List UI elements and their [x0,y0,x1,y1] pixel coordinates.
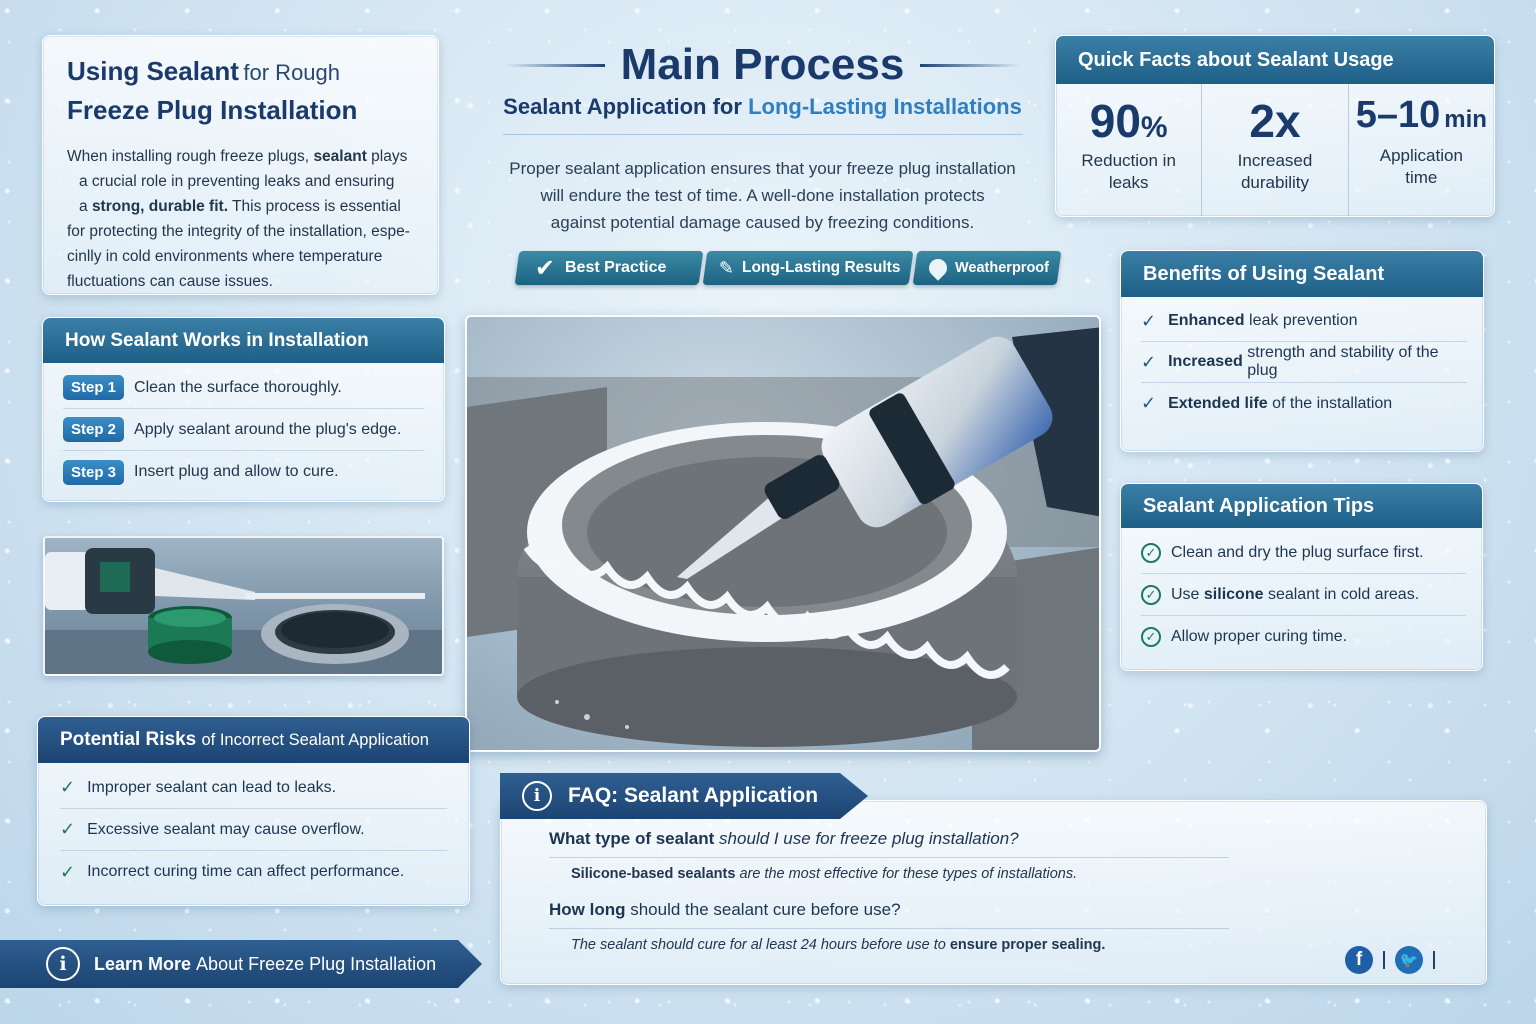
faq-question: How long should the sealant cure before … [549,900,901,919]
tip-item: ✓ Use silicone sealant in cold areas. [1141,574,1466,616]
learn-more-button[interactable]: i Learn More About Freeze Plug Installat… [0,940,482,988]
intro-text: When installing rough freeze plugs, seal… [67,148,410,290]
badge-long-lasting[interactable]: ✎ Long-Lasting Results [702,251,914,285]
risk-item: ✓ Incorrect curing time can affect perfo… [60,861,405,882]
risks-title: Potential Risks of Incorrect Sealant App… [38,717,469,763]
page-subtitle: Sealant Application for Long-Lasting Ins… [503,94,1022,119]
faq-divider [549,857,1229,858]
products-illustration [45,548,442,674]
faq-header: i FAQ: Sealant Application [500,773,868,819]
faq-answer: The sealant should cure for al least 24 … [571,937,1106,953]
faq-panel: What type of sealant should I use for fr… [500,800,1487,985]
main-description: Proper sealant application ensures that … [509,159,1016,232]
step-badge: Step 3 [63,459,125,485]
benefit-item: ✓ Extended life of the installation [1141,393,1393,413]
how-it-works-title: How Sealant Works in Installation [43,318,444,363]
badge-best-practice[interactable]: ✔ Best Practice [514,251,704,285]
step-row: Step 1 Clean the surface thoroughly. [63,367,424,409]
circle-check-icon: ✓ [1141,542,1161,563]
badge-weatherproof[interactable]: Weatherproof [912,251,1062,285]
title-line-right [920,63,1021,67]
separator [1383,951,1385,969]
circle-check-icon: ✓ [1141,584,1161,605]
sparkle-tool-icon: ✎ [719,257,735,278]
benefits-title: Benefits of Using Sealant [1121,251,1483,297]
circle-check-icon: ✓ [1141,627,1161,647]
checkmark-icon: ✓ [1141,393,1157,413]
faq-question: What type of sealant should I use for fr… [549,829,1019,848]
subtitle-divider [502,134,1023,135]
page-title: Main Process [620,40,905,89]
twitter-icon[interactable]: 🐦 [1395,946,1423,974]
title-line-left [504,63,605,67]
sealant-products-image [43,536,444,676]
facebook-icon[interactable]: f [1345,946,1373,974]
faq-answer: Silicone-based sealants are the most eff… [571,866,1078,882]
freeze-plug-illustration [467,327,1099,750]
quick-facts-panel: Quick Facts about Sealant Usage 90% Redu… [1055,35,1495,217]
tips-panel: Sealant Application Tips ✓ Clean and dry… [1120,483,1483,671]
risk-item: ✓ Improper sealant can lead to leaks. [60,767,447,809]
how-it-works-panel: How Sealant Works in Installation Step 1… [42,317,445,502]
risk-item: ✓ Excessive sealant may cause overflow. [60,809,447,851]
quick-facts-title: Quick Facts about Sealant Usage [1056,36,1494,84]
separator [1433,951,1435,969]
intro-panel: Using Sealant for Rough Freeze Plug Inst… [42,35,439,295]
checkmark-icon: ✓ [1141,310,1157,331]
hero-sealant-image [465,315,1101,752]
tip-item: ✓ Clean and dry the plug surface first. [1141,532,1466,574]
benefits-panel: Benefits of Using Sealant ✓ Enhanced lea… [1120,250,1484,452]
checkmark-icon: ✓ [60,819,76,839]
droplet-icon [925,255,951,281]
risks-panel: Potential Risks of Incorrect Sealant App… [37,716,470,906]
step-badge: Step 1 [63,375,125,400]
benefit-item: ✓ Enhanced leak prevention [1141,301,1467,342]
info-icon: i [522,781,552,811]
checkmark-icon: ✔ [535,254,556,282]
step-row: Step 2 Apply sealant around the plug's e… [63,409,424,451]
faq-title: FAQ: Sealant Application [568,784,819,807]
tip-item: ✓ Allow proper curing time. [1141,616,1466,658]
tips-title: Sealant Application Tips [1121,484,1482,528]
checkmark-icon: ✓ [60,777,76,797]
main-title-block: Main Process Sealant Application for Lon… [470,40,1055,236]
checkmark-icon: ✓ [1141,351,1157,372]
social-icons: f 🐦 [1345,946,1435,974]
faq-divider [549,928,1229,929]
learn-more-label: Learn More About Freeze Plug Installatio… [94,953,437,974]
step-row: Step 3 Insert plug and allow to cure. [63,451,424,493]
intro-title: Using Sealant for Rough Freeze Plug Inst… [67,56,358,125]
benefit-item: ✓ Increased strength and stability of th… [1141,342,1467,383]
checkmark-icon: ✓ [60,861,76,882]
step-badge: Step 2 [63,417,125,442]
info-icon: i [46,947,80,981]
